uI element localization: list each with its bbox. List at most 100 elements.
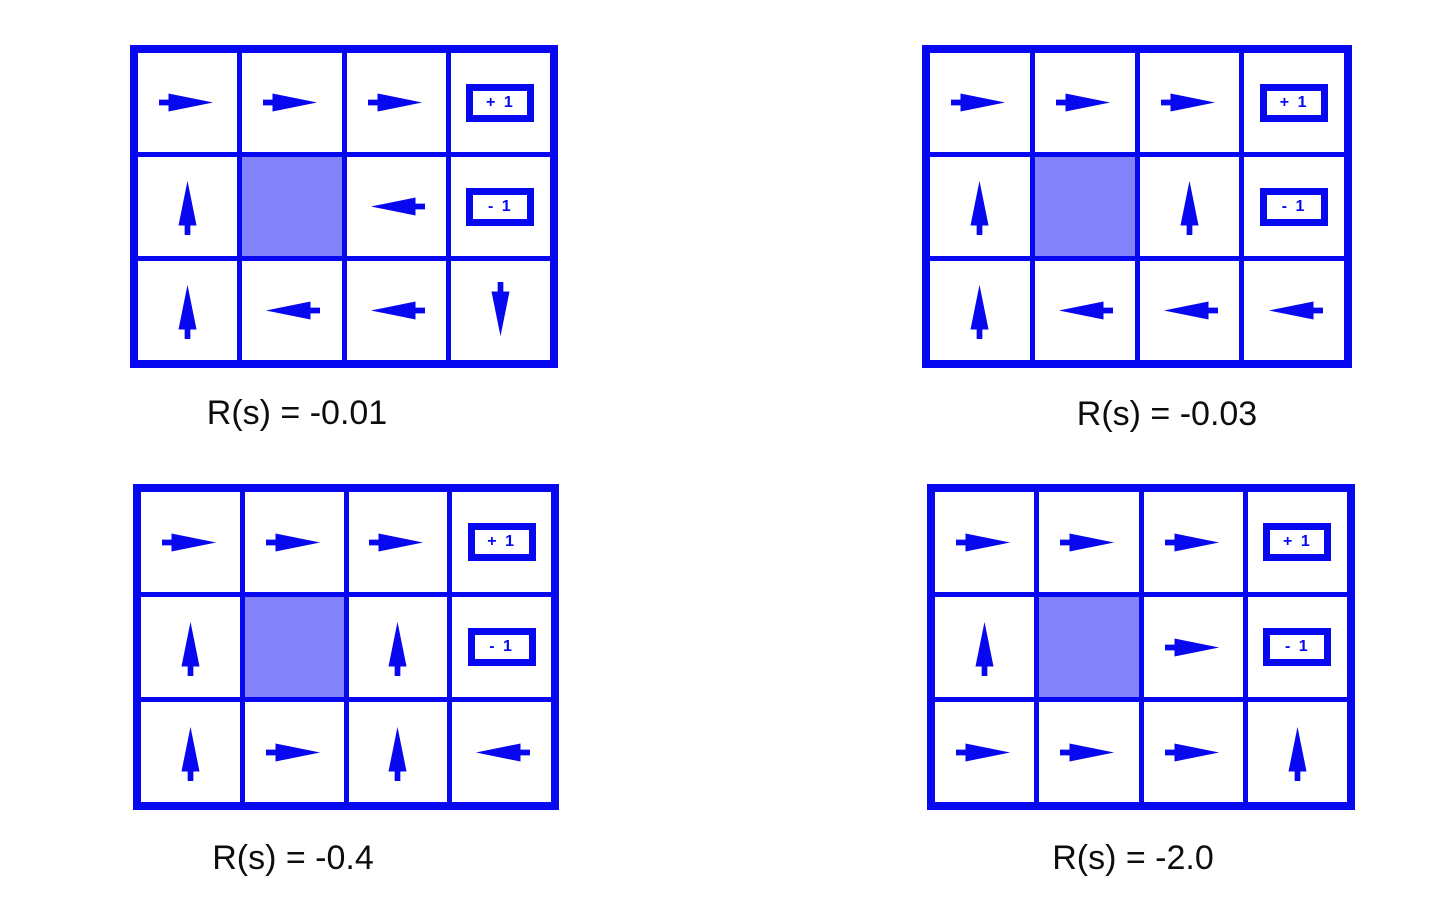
arrow-left-icon bbox=[266, 301, 321, 320]
policy-cell bbox=[935, 597, 1035, 697]
arrow-right-icon bbox=[956, 742, 1011, 762]
policy-cell bbox=[930, 157, 1030, 256]
arrow-left-icon bbox=[1058, 301, 1114, 320]
arrow-up-icon bbox=[1180, 180, 1199, 235]
policy-grid-4: + 1 - 1 bbox=[927, 484, 1355, 810]
terminal-plus-box: + 1 bbox=[1260, 83, 1329, 122]
terminal-minus-box: - 1 bbox=[467, 628, 536, 666]
policy-cell bbox=[244, 702, 344, 802]
policy-cell bbox=[141, 597, 240, 697]
policy-cell bbox=[1143, 492, 1243, 592]
arrow-right-icon bbox=[265, 742, 320, 762]
terminal-minus-box: - 1 bbox=[1260, 187, 1329, 226]
policy-cell bbox=[1039, 492, 1139, 592]
arrow-right-icon bbox=[159, 93, 214, 112]
terminal-minus-cell: - 1 bbox=[1247, 597, 1347, 697]
arrow-up-icon bbox=[975, 621, 994, 676]
policy-cell bbox=[1034, 261, 1135, 360]
policy-cell bbox=[452, 702, 551, 802]
arrow-down-icon bbox=[491, 282, 510, 337]
policy-cell bbox=[348, 597, 448, 697]
policy-cell bbox=[1039, 702, 1139, 802]
policy-cell bbox=[1244, 261, 1344, 360]
policy-cell bbox=[450, 261, 550, 360]
wall-cell bbox=[244, 597, 344, 697]
terminal-plus-cell: + 1 bbox=[1247, 492, 1347, 592]
policy-grid-3: + 1 - 1 bbox=[133, 484, 559, 810]
arrow-right-icon bbox=[1060, 742, 1115, 762]
policy-cell bbox=[1139, 157, 1240, 256]
wall-cell bbox=[1039, 597, 1139, 697]
policy-cell bbox=[1139, 53, 1240, 152]
arrow-up-icon bbox=[178, 180, 197, 235]
arrow-up-icon bbox=[388, 621, 407, 676]
terminal-plus-cell: + 1 bbox=[452, 492, 551, 592]
arrow-up-icon bbox=[181, 726, 200, 781]
policy-cell bbox=[1139, 261, 1240, 360]
arrow-right-icon bbox=[1164, 532, 1219, 552]
wall-cell bbox=[242, 157, 342, 256]
arrow-right-icon bbox=[1160, 93, 1216, 112]
arrow-right-icon bbox=[1056, 93, 1111, 112]
arrow-right-icon bbox=[1164, 637, 1219, 657]
policy-cell bbox=[242, 53, 342, 152]
policy-cell bbox=[1247, 702, 1347, 802]
policy-cell bbox=[930, 53, 1030, 152]
arrow-up-icon bbox=[970, 284, 989, 339]
policy-cell bbox=[138, 261, 238, 360]
terminal-minus-cell: - 1 bbox=[450, 157, 550, 256]
grid-1-reward-label: R(s) = -0.01 bbox=[206, 394, 388, 432]
arrow-right-icon bbox=[951, 93, 1006, 112]
terminal-minus-cell: - 1 bbox=[452, 597, 551, 697]
arrow-right-icon bbox=[367, 93, 422, 112]
policy-cell bbox=[346, 261, 446, 360]
arrow-right-icon bbox=[956, 532, 1011, 552]
policy-cell bbox=[1034, 53, 1135, 152]
arrow-right-icon bbox=[369, 532, 424, 552]
terminal-plus-box: + 1 bbox=[467, 523, 536, 561]
policy-cell bbox=[138, 157, 238, 256]
grid-2-reward-label: R(s) = -0.03 bbox=[1076, 395, 1258, 433]
policy-cell bbox=[346, 53, 446, 152]
grid-4-reward-label: R(s) = -2.0 bbox=[1052, 839, 1214, 877]
arrow-left-icon bbox=[475, 742, 531, 762]
policy-cell bbox=[935, 702, 1035, 802]
arrow-up-icon bbox=[1288, 726, 1307, 781]
policy-cell bbox=[930, 261, 1030, 360]
arrow-left-icon bbox=[370, 197, 425, 216]
terminal-plus-cell: + 1 bbox=[450, 53, 550, 152]
arrow-left-icon bbox=[370, 301, 425, 320]
policy-cell bbox=[1143, 702, 1243, 802]
arrow-up-icon bbox=[181, 621, 200, 676]
wall-cell bbox=[1034, 157, 1135, 256]
policy-cell bbox=[141, 702, 240, 802]
terminal-plus-cell: + 1 bbox=[1244, 53, 1344, 152]
policy-cell bbox=[1143, 597, 1243, 697]
arrow-up-icon bbox=[970, 180, 989, 235]
policy-cell bbox=[348, 702, 448, 802]
arrow-up-icon bbox=[388, 726, 407, 781]
terminal-plus-box: + 1 bbox=[466, 83, 535, 122]
arrow-right-icon bbox=[265, 532, 320, 552]
arrow-left-icon bbox=[1163, 301, 1218, 320]
arrow-right-icon bbox=[263, 93, 318, 112]
grid-3-reward-label: R(s) = -0.4 bbox=[212, 839, 374, 877]
terminal-minus-box: - 1 bbox=[1263, 628, 1332, 666]
policy-cell bbox=[242, 261, 342, 360]
policy-cell bbox=[348, 492, 448, 592]
terminal-minus-cell: - 1 bbox=[1244, 157, 1344, 256]
terminal-minus-box: - 1 bbox=[466, 187, 535, 226]
arrow-right-icon bbox=[161, 532, 217, 552]
policy-cell bbox=[244, 492, 344, 592]
arrow-right-icon bbox=[1060, 532, 1115, 552]
policy-grid-2: + 1 - 1 bbox=[922, 45, 1352, 368]
policy-cell bbox=[141, 492, 240, 592]
policy-cell bbox=[935, 492, 1035, 592]
policy-cell bbox=[346, 157, 446, 256]
arrow-left-icon bbox=[1268, 301, 1323, 320]
arrow-right-icon bbox=[1164, 742, 1219, 762]
arrow-up-icon bbox=[178, 284, 197, 339]
policy-grid-1: + 1 - 1 bbox=[130, 45, 558, 368]
policy-cell bbox=[138, 53, 238, 152]
terminal-plus-box: + 1 bbox=[1263, 523, 1332, 561]
